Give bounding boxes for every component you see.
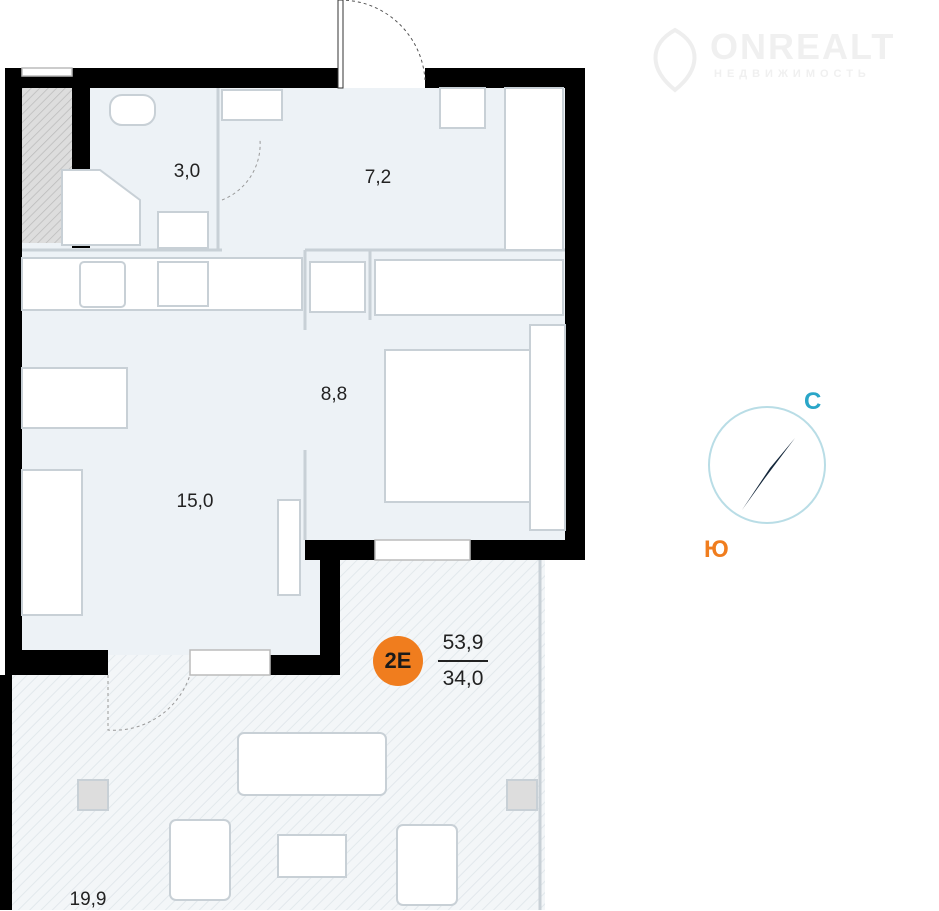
room-area-bedroom: 8,8 bbox=[320, 384, 348, 405]
fraction-divider bbox=[438, 660, 488, 662]
compass bbox=[708, 406, 826, 524]
watermark-brand: ONREALT bbox=[710, 26, 896, 67]
compass-north-label: С bbox=[804, 388, 822, 415]
area-fraction: 53,9 34,0 bbox=[438, 628, 488, 694]
total-area: 53,9 bbox=[442, 631, 484, 654]
living-area: 34,0 bbox=[442, 667, 484, 690]
room-area-bathroom: 3,0 bbox=[173, 161, 201, 182]
compass-south-label: Ю bbox=[704, 536, 729, 563]
room-area-living: 15,0 bbox=[176, 491, 214, 512]
watermark: ONREALT НЕДВИЖИМОСТЬ bbox=[648, 26, 895, 80]
walls bbox=[0, 68, 585, 910]
apartment-type-badge: 2E bbox=[373, 636, 423, 686]
room-area-terrace: 19,9 bbox=[69, 889, 107, 910]
room-area-hallway: 7,2 bbox=[364, 167, 392, 188]
watermark-subtitle: НЕДВИЖИМОСТЬ bbox=[714, 68, 871, 80]
watermark-logo-icon bbox=[653, 27, 697, 93]
